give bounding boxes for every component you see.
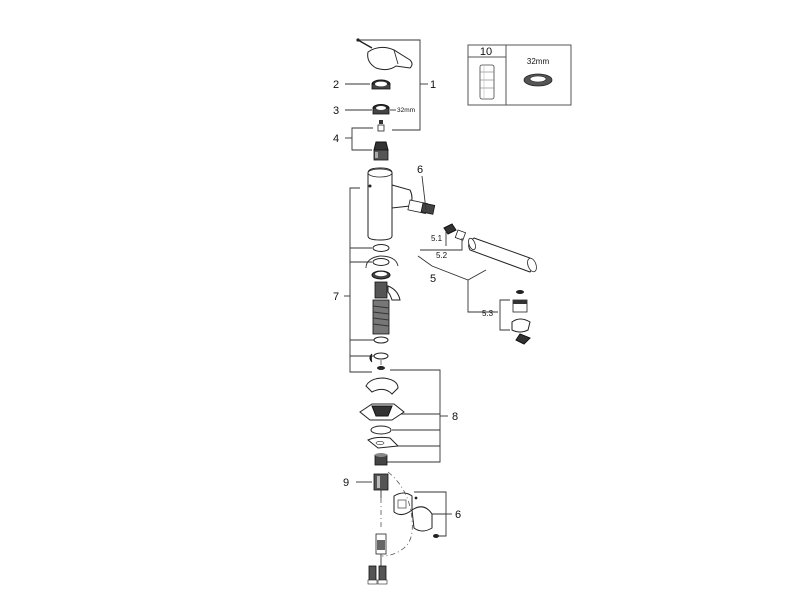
shank-hose-icon xyxy=(369,281,401,370)
faucet-body-icon xyxy=(367,167,436,241)
callout-2: 2 xyxy=(333,79,339,91)
supply-hose-icon xyxy=(367,533,388,585)
spout-parts-icon xyxy=(443,223,537,273)
lever-handle-icon xyxy=(367,46,413,71)
callout-9: 9 xyxy=(343,477,349,489)
fixing-set-icon xyxy=(359,377,405,466)
cartridge-icon xyxy=(479,64,495,100)
callout-6-top: 6 xyxy=(417,164,423,176)
cartridge-part-icon xyxy=(373,141,389,161)
callout-7: 7 xyxy=(333,291,339,303)
callout-6-bottom: 6 xyxy=(455,509,461,521)
o-rings-icon xyxy=(365,244,399,280)
screw-icon xyxy=(356,38,373,49)
seal-ring-icon xyxy=(523,73,553,87)
callout-5-3: 5.3 xyxy=(482,309,494,318)
callout-4: 4 xyxy=(333,133,339,145)
callout-5: 5 xyxy=(430,273,436,285)
clip-parts-icon xyxy=(393,492,439,538)
connector-nut-icon xyxy=(373,473,389,498)
callout-5-1: 5.1 xyxy=(431,234,443,243)
callout-1: 1 xyxy=(430,79,436,91)
callout-5-2: 5.2 xyxy=(436,251,448,260)
inset-size-label: 32mm xyxy=(527,57,550,66)
callout-8: 8 xyxy=(452,411,458,423)
inset-number: 10 xyxy=(480,46,492,58)
seal-size-label: 32mm xyxy=(397,107,415,114)
pin-icon xyxy=(377,120,385,132)
aerator-parts-icon xyxy=(511,290,531,345)
callout-3: 3 xyxy=(333,105,339,117)
cap-ring-icon xyxy=(371,79,391,90)
inset-box: 10 32mm xyxy=(467,44,572,106)
nut-icon xyxy=(372,104,390,115)
